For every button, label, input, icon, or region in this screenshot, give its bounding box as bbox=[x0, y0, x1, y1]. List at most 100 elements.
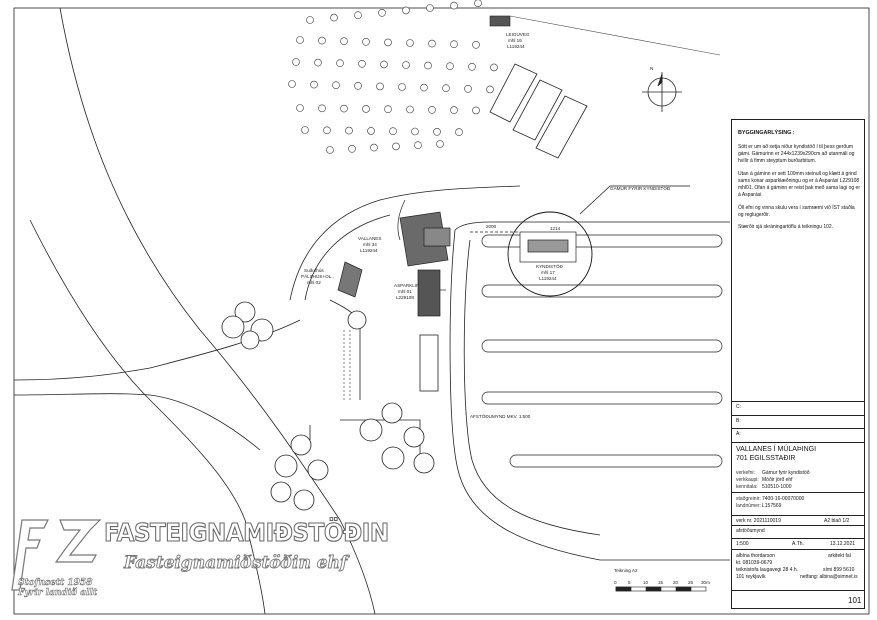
architect-office: teiknistofa laugavegi 28 4.h. bbox=[736, 567, 798, 573]
orchard-tree bbox=[464, 85, 472, 93]
orchard-tree bbox=[332, 81, 340, 89]
orchard-tree bbox=[296, 104, 304, 112]
orchard-tree bbox=[486, 85, 494, 94]
asparkli-l3: L229108 bbox=[396, 295, 414, 300]
building-description: BYGGINGARLÝSING : Sótt er um að setja ni… bbox=[738, 130, 860, 236]
scale-tick-30: 30m bbox=[701, 580, 710, 585]
kyndistod-l3: L119244 bbox=[539, 276, 557, 281]
large-trees bbox=[221, 301, 435, 511]
architect-role: arkitekt faí bbox=[828, 553, 852, 559]
project-number: verk nr. 2021110019 bbox=[736, 518, 781, 524]
callout-label: GÁMUR FYRIR KYNDISTÖÐ bbox=[610, 185, 671, 191]
orchard-tree bbox=[450, 106, 458, 114]
sheet-border bbox=[13, 7, 870, 615]
orchard-tree bbox=[340, 37, 348, 46]
description-paragraph: Stærðir sjá skráningartöflu á teikningu … bbox=[738, 224, 834, 231]
orchard-tree bbox=[378, 9, 386, 17]
orchard-tree bbox=[345, 126, 353, 135]
orchard-tree bbox=[370, 143, 378, 152]
orchard-tree bbox=[428, 39, 436, 48]
kyndistod-l2: mhl 17 bbox=[541, 270, 555, 275]
field-label: landnúmer: bbox=[736, 503, 762, 509]
orchard-tree bbox=[406, 39, 414, 47]
orchard-tree bbox=[330, 13, 338, 22]
revision-b: B: bbox=[736, 418, 741, 424]
field-label: verkefni: bbox=[736, 470, 755, 476]
orchard-tree bbox=[348, 145, 356, 153]
sudur-building bbox=[337, 261, 363, 298]
watermark-logo bbox=[11, 519, 102, 591]
watermark-tagline-1: Stofnsett 1958 bbox=[18, 578, 93, 589]
orchard-tree bbox=[336, 59, 344, 68]
asparkli-l1: ASPARKLIF bbox=[394, 283, 419, 288]
site-plan-title: AFSTÖÐUMYND MKV. 1:500 bbox=[470, 413, 531, 419]
orchard-tree bbox=[442, 84, 450, 92]
vallanes-building bbox=[397, 199, 451, 267]
orchard-tree bbox=[306, 16, 314, 24]
long-shed bbox=[419, 334, 439, 392]
scale-tick-25: 25 bbox=[688, 580, 694, 585]
orchard-tree bbox=[354, 82, 362, 90]
architect-name: albína thordarson bbox=[736, 553, 775, 559]
sheet-label: A2 blað 1/2 bbox=[824, 518, 850, 524]
sudur-l3: mhl 02 bbox=[307, 280, 321, 285]
orchard-tree bbox=[314, 58, 322, 67]
architect-kt: kt. 081039-0679 bbox=[736, 560, 773, 566]
orchard-tree bbox=[468, 63, 476, 71]
orchard-tree bbox=[424, 61, 432, 70]
orchard-tree bbox=[362, 37, 370, 46]
title-block: BYGGINGARLÝSING : Sótt er um að setja ni… bbox=[731, 119, 865, 609]
orchard-tree bbox=[420, 83, 428, 92]
drawn-by: A.Th. bbox=[792, 541, 804, 547]
orchard-tree bbox=[402, 61, 410, 69]
sudur-l1: Suðurhús bbox=[304, 267, 324, 273]
orchard-tree bbox=[288, 80, 296, 88]
orchard-tree bbox=[362, 105, 370, 113]
tree-rows bbox=[481, 234, 723, 468]
top-building bbox=[489, 15, 721, 56]
revision-c: C: bbox=[736, 404, 741, 410]
description-paragraph: Utan á gáminn er sett 100mm steinull og … bbox=[738, 170, 861, 199]
kyndistod-l1: KYNDISTÖÐ bbox=[536, 263, 563, 269]
field-value: Gámur fyrir kyndistöð bbox=[762, 470, 810, 476]
orchard-tree bbox=[318, 36, 326, 45]
orchard-tree bbox=[433, 128, 441, 136]
orchard-tree bbox=[358, 59, 366, 68]
dim-2000: 2000 bbox=[486, 224, 497, 229]
top-bldg-l3: L119244 bbox=[507, 44, 525, 49]
vallanes-l2: mhl 34 bbox=[363, 242, 377, 247]
watermark-title: FASTEIGNAMIÐSTÖÐIN bbox=[103, 517, 389, 547]
orchard-tree bbox=[436, 140, 444, 148]
orchard-tree bbox=[450, 40, 458, 49]
sheet-number: 101 bbox=[848, 596, 862, 605]
watermark-tagline-2: Fyrir landið allt bbox=[18, 588, 98, 599]
orchard-tree bbox=[490, 63, 498, 72]
project-address: 701 EGILSSTAÐIR bbox=[736, 455, 796, 462]
orchard-tree bbox=[367, 127, 375, 135]
field-label: verkkaupi: bbox=[736, 477, 759, 483]
architect-phone: sími 899 5610 bbox=[823, 567, 855, 573]
orchard-tree bbox=[296, 36, 304, 44]
watermark-tagline: Stofnsett 1958 Fyrir landið allt bbox=[18, 578, 98, 599]
top-bldg-l2: mhl 16 bbox=[508, 38, 522, 43]
orchard-tree bbox=[411, 127, 419, 136]
scale-tick-20: 20 bbox=[673, 580, 679, 585]
project-name: VALLANES Í MÚLAÞINGI bbox=[736, 446, 817, 453]
field-label: kennitala: bbox=[736, 484, 758, 490]
watermark-subtitle: Fasteignamiðstöðin ehf bbox=[124, 553, 348, 574]
description-heading: BYGGINGARLÝSING : bbox=[738, 130, 795, 136]
orchard bbox=[288, 0, 498, 154]
field-value: 510510-1000 bbox=[762, 484, 792, 490]
orchard-tree bbox=[380, 60, 388, 69]
north-arrow bbox=[642, 72, 682, 112]
orchard-tree bbox=[292, 58, 300, 66]
orchard-tree bbox=[323, 126, 331, 135]
field-value: Móðir jörð ehf bbox=[762, 477, 793, 483]
orchard-tree bbox=[428, 106, 436, 114]
scale-ticks: 0 5 10 15 20 25 30m bbox=[614, 580, 710, 585]
scale-tick-5: 5 bbox=[628, 580, 631, 585]
description-paragraph: Öll efni og vinna skulu vera í samræmi v… bbox=[738, 204, 855, 218]
revision-a: A: bbox=[736, 431, 741, 437]
